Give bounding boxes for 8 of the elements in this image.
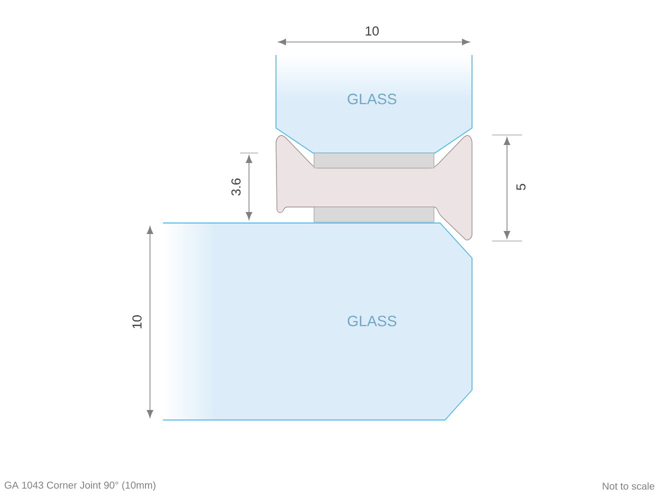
dimension-label: 5 (516, 184, 526, 190)
glass-panel: GLASS (276, 54, 472, 154)
dimension-label: 10 (132, 315, 142, 328)
dimension-label: 10 (366, 26, 379, 36)
note-text: Not to scale (602, 482, 654, 490)
caption: GA 1043 Corner Joint 90° (10mm) (4, 481, 156, 491)
dimension-label: 3.6 (231, 178, 241, 196)
glass-panel: GLASS (162, 222, 472, 420)
